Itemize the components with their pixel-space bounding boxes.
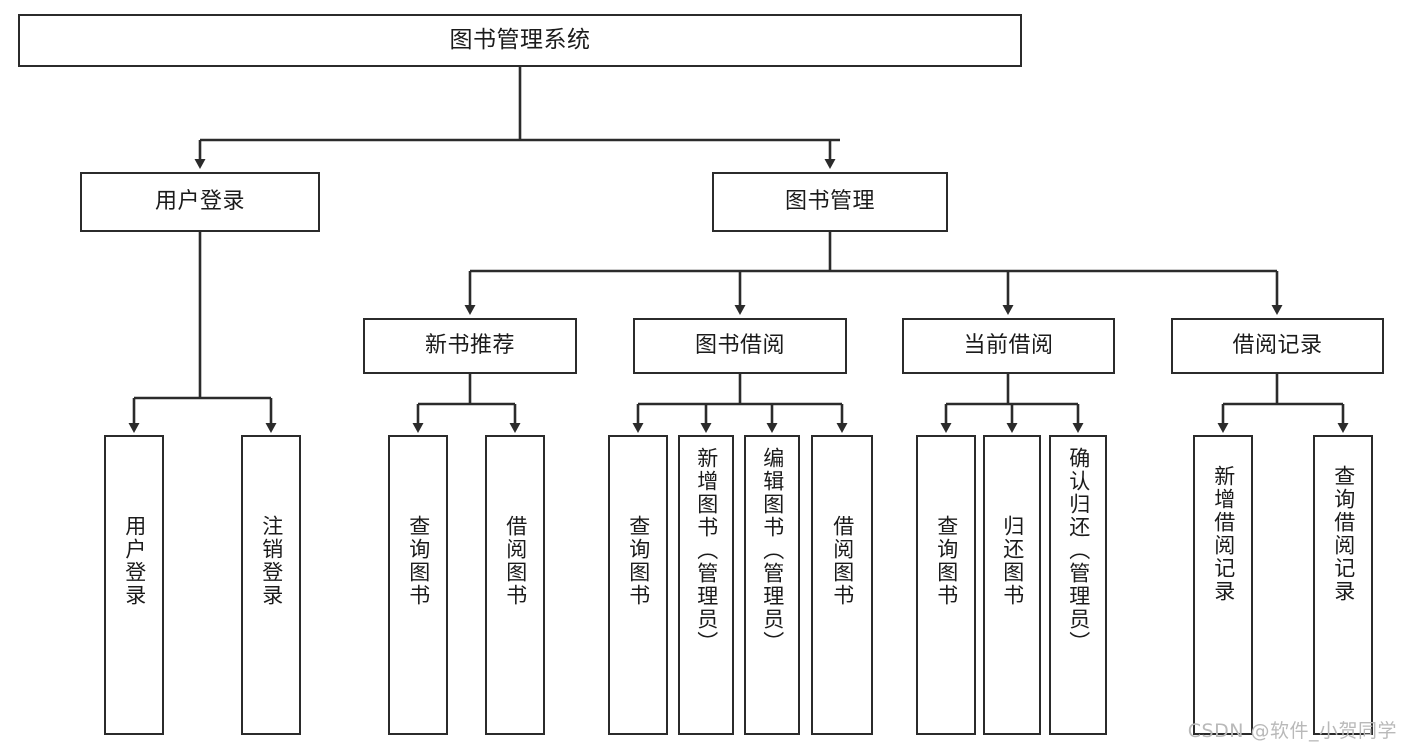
node-current-borrow-label: 当前借阅: [963, 333, 1054, 359]
node-leaf-logout[interactable]: 注销登录: [241, 435, 301, 735]
node-leaf-query-record[interactable]: 查询借阅记录: [1313, 435, 1373, 735]
node-book-borrow[interactable]: 图书借阅: [633, 318, 847, 374]
node-leaf-edit-book-label: 编辑图书（管理员）: [760, 447, 785, 654]
node-root[interactable]: 图书管理系统: [18, 14, 1022, 67]
node-new-book-recommend[interactable]: 新书推荐: [363, 318, 577, 374]
node-leaf-confirm-return[interactable]: 确认归还（管理员）: [1049, 435, 1107, 735]
node-leaf-borrow-book-1-label: 借阅图书: [503, 515, 528, 607]
node-leaf-user-login[interactable]: 用户登录: [104, 435, 164, 735]
node-user-login-label: 用户登录: [154, 189, 245, 215]
node-new-book-recommend-label: 新书推荐: [424, 333, 515, 359]
node-leaf-add-record[interactable]: 新增借阅记录: [1193, 435, 1253, 735]
node-current-borrow[interactable]: 当前借阅: [902, 318, 1115, 374]
node-root-label: 图书管理系统: [449, 27, 591, 54]
node-leaf-query-book-1-label: 查询图书: [406, 515, 431, 607]
node-leaf-borrow-book-2-label: 借阅图书: [830, 515, 855, 607]
node-leaf-return-book-label: 归还图书: [1000, 515, 1025, 607]
node-leaf-user-login-label: 用户登录: [122, 515, 147, 607]
node-leaf-add-book[interactable]: 新增图书（管理员）: [678, 435, 734, 735]
node-user-login[interactable]: 用户登录: [80, 172, 320, 232]
node-leaf-logout-label: 注销登录: [259, 515, 284, 607]
node-leaf-query-book-2-label: 查询图书: [626, 515, 651, 607]
node-leaf-add-record-label: 新增借阅记录: [1211, 465, 1236, 603]
node-leaf-query-book-1[interactable]: 查询图书: [388, 435, 448, 735]
node-leaf-query-book-3-label: 查询图书: [934, 515, 959, 607]
node-book-management[interactable]: 图书管理: [712, 172, 948, 232]
node-borrow-record-label: 借阅记录: [1232, 333, 1323, 359]
node-book-management-label: 图书管理: [784, 189, 875, 215]
node-book-borrow-label: 图书借阅: [694, 333, 785, 359]
csdn-watermark: CSDN @软件_小贺同学: [1187, 720, 1397, 742]
node-leaf-confirm-return-label: 确认归还（管理员）: [1066, 447, 1091, 654]
node-leaf-query-book-2[interactable]: 查询图书: [608, 435, 668, 735]
node-leaf-borrow-book-2[interactable]: 借阅图书: [811, 435, 873, 735]
node-leaf-query-book-3[interactable]: 查询图书: [916, 435, 976, 735]
node-leaf-edit-book[interactable]: 编辑图书（管理员）: [744, 435, 800, 735]
node-borrow-record[interactable]: 借阅记录: [1171, 318, 1384, 374]
node-leaf-query-record-label: 查询借阅记录: [1331, 465, 1356, 603]
node-leaf-add-book-label: 新增图书（管理员）: [694, 447, 719, 654]
node-leaf-return-book[interactable]: 归还图书: [983, 435, 1041, 735]
node-leaf-borrow-book-1[interactable]: 借阅图书: [485, 435, 545, 735]
